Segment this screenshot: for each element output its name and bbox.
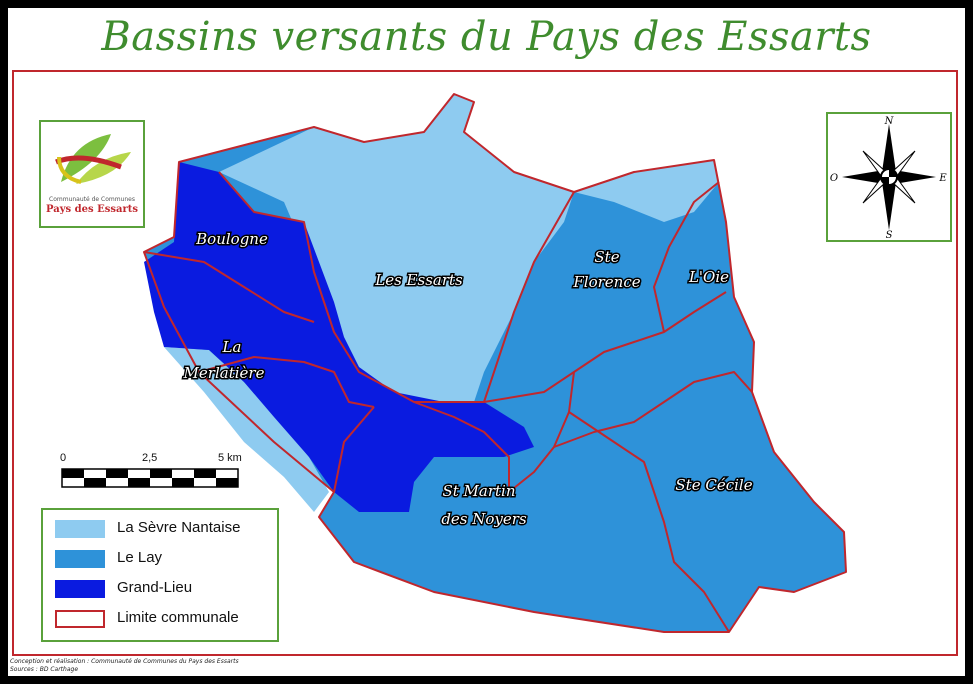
region-sevre-nantaise-west <box>164 347 329 512</box>
scale-bar-graphic <box>61 468 239 488</box>
scale-label-2-5: 2,5 <box>142 452 158 464</box>
commune-label-st-martin-2: des Noyers <box>441 510 527 528</box>
legend-label: Limite communale <box>117 609 239 626</box>
map-area: Boulogne Les Essarts Ste Florence L'Oie … <box>12 70 958 656</box>
legend: La Sèvre Nantaise Le Lay Grand-Lieu Limi… <box>41 508 279 642</box>
commune-boundaries <box>143 93 847 633</box>
commune-label-st-martin-1: St Martin <box>442 482 515 500</box>
compass-rose: N S O E <box>826 112 952 242</box>
region-sevre-nantaise-east <box>574 160 719 222</box>
commune-label-les-essarts: Les Essarts <box>374 271 463 289</box>
commune-label-ste-florence-1: Ste <box>594 248 619 266</box>
compass-west: O <box>830 173 838 184</box>
commune-label-ste-cecile: Ste Cécile <box>675 476 752 494</box>
legend-swatch <box>55 550 105 568</box>
legend-label: La Sèvre Nantaise <box>117 519 241 536</box>
watershed-map: Boulogne Les Essarts Ste Florence L'Oie … <box>143 93 847 633</box>
compass-south: S <box>886 230 893 240</box>
logo-tagline: Communauté de Communes <box>49 196 135 203</box>
legend-label: Grand-Lieu <box>117 579 193 596</box>
logo-name: Pays des Essarts <box>46 204 138 215</box>
compass-icon: N S O E <box>830 116 947 241</box>
commune-label-ste-florence-2: Florence <box>572 273 640 291</box>
map-frame: Bassins versants du Pays des Essarts <box>8 8 965 676</box>
compass-east: E <box>938 173 947 184</box>
credits-line-1: Conception et réalisation : Communauté d… <box>10 658 239 665</box>
commune-label-la-merlatiere-1: La <box>222 338 242 356</box>
legend-swatch <box>55 520 105 538</box>
commune-label-loie: L'Oie <box>688 268 729 286</box>
region-sevre-nantaise-north <box>219 94 574 402</box>
map-title: Bassins versants du Pays des Essarts <box>101 14 872 60</box>
legend-label: Le Lay <box>117 549 163 566</box>
legend-swatch <box>55 610 105 628</box>
compass-north: N <box>884 116 895 127</box>
credits-line-2: Sources : BD Carthage <box>10 666 79 673</box>
commune-label-boulogne: Boulogne <box>195 230 268 248</box>
credits: Conception et réalisation : Communauté d… <box>10 658 239 674</box>
legend-swatch <box>55 580 105 598</box>
scale-label-5: 5 km <box>218 452 242 464</box>
scale-bar: 0 2,5 5 km <box>60 452 250 492</box>
logo: Communauté de Communes Pays des Essarts <box>39 120 145 228</box>
logo-leaf-icon <box>55 134 131 184</box>
commune-label-la-merlatiere-2: Merlatière <box>183 364 265 382</box>
scale-label-0: 0 <box>60 452 67 464</box>
region-grand-lieu <box>144 162 534 512</box>
